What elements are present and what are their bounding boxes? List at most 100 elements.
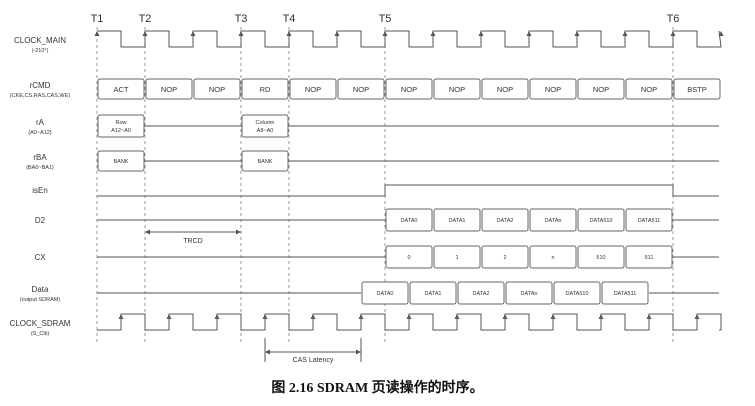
rising-edge-arrow: [670, 31, 676, 36]
rising-edge-arrow: [286, 31, 292, 36]
cx-label: 510: [596, 255, 605, 261]
rising-edge-arrow: [430, 31, 436, 36]
rcmd-box: [577, 78, 625, 100]
rising-edge-arrow: [550, 314, 556, 319]
figure-caption: 图 2.16 SDRAM 页读操作的时序。: [271, 381, 484, 396]
cx-box: [625, 245, 673, 269]
rising-edge-arrow: [142, 31, 148, 36]
trcd-label: TRCD: [183, 238, 202, 245]
d2-box: [577, 208, 625, 232]
d2-box: [433, 208, 481, 232]
time-marker-t1: T1: [91, 13, 104, 25]
d2-label: DATAn: [545, 218, 562, 224]
data-out-label: DATA1: [425, 291, 442, 297]
rising-edge-arrow: [502, 314, 508, 319]
signal-label-d2: D2: [35, 216, 46, 225]
rising-edge-arrow: [694, 314, 700, 319]
cas-latency-label: CAS Latency: [293, 357, 334, 364]
d2-box: [481, 208, 529, 232]
data-out-label: DATA2: [473, 291, 490, 297]
rcmd-box: [433, 78, 481, 100]
signal-label-clock-main: CLOCK_MAIN: [14, 36, 66, 45]
time-marker-t4: T4: [283, 13, 296, 25]
clock-sdram-waveform: [97, 313, 722, 331]
cx-label: 1: [455, 255, 458, 261]
rba-label: BANK: [114, 159, 129, 165]
ra-box: [97, 114, 145, 138]
rcmd-box: [625, 78, 673, 100]
signal-label-rba: rBA: [33, 153, 47, 162]
signal-sublabel: (output SDRAM): [20, 297, 61, 303]
data-out-box: [361, 281, 409, 305]
cx-box: [481, 245, 529, 269]
rba-box: [241, 150, 289, 172]
rising-edge-arrow: [454, 314, 460, 319]
rising-edge-arrow: [718, 31, 724, 36]
data-out-box: [553, 281, 601, 305]
rcmd-label: NOP: [209, 85, 225, 94]
time-marker-t2: T2: [139, 13, 152, 25]
d2-box: [385, 208, 433, 232]
rcmd-box: [97, 78, 145, 100]
data-out-label: DATA510: [565, 291, 588, 297]
rcmd-label: NOP: [449, 85, 465, 94]
cx-box: [577, 245, 625, 269]
ra-label: Row: [115, 120, 126, 126]
ra-label: Column: [256, 120, 275, 126]
rising-edge-arrow: [598, 314, 604, 319]
signal-label-data: Data: [32, 285, 49, 294]
rising-edge-arrow: [646, 314, 652, 319]
rcmd-box: [145, 78, 193, 100]
rcmd-label: RD: [260, 85, 271, 94]
rcmd-label: ACT: [114, 85, 129, 94]
rcmd-label: NOP: [161, 85, 177, 94]
signal-sublabel: {A0~A12}: [28, 130, 52, 136]
rising-edge-arrow: [238, 31, 244, 36]
rising-edge-arrow: [622, 31, 628, 36]
rcmd-label: NOP: [545, 85, 561, 94]
rcmd-label: NOP: [305, 85, 321, 94]
data-out-label: DATA511: [614, 291, 637, 297]
data-out-label: DATA0: [377, 291, 394, 297]
rcmd-label: NOP: [593, 85, 609, 94]
rcmd-label: BSTP: [687, 85, 707, 94]
d2-label: DATA511: [638, 218, 661, 224]
cx-box: [529, 245, 577, 269]
rising-edge-arrow: [382, 31, 388, 36]
cx-label: 511: [645, 255, 654, 261]
rcmd-box: [193, 78, 241, 100]
cx-box: [385, 245, 433, 269]
rising-edge-arrow: [406, 314, 412, 319]
rising-edge-arrow: [262, 314, 268, 319]
rising-edge-arrow: [334, 31, 340, 36]
cx-label: 2: [503, 255, 506, 261]
data-out-label: DATAn: [521, 291, 538, 297]
data-out-box: [601, 281, 649, 305]
isen-waveform: [97, 184, 719, 197]
signal-label-rcmd: rCMD: [30, 81, 51, 90]
time-marker-t6: T6: [667, 13, 680, 25]
ra-label: A8~A0: [257, 128, 274, 134]
data-out-box: [505, 281, 553, 305]
time-marker-t3: T3: [235, 13, 248, 25]
rcmd-box: [289, 78, 337, 100]
d2-label: DATA2: [497, 218, 514, 224]
ra-label: A12~A0: [111, 128, 131, 134]
rcmd-box: [337, 78, 385, 100]
signal-label-ra: rA: [36, 118, 45, 127]
cx-label: 0: [407, 255, 410, 261]
d2-label: DATA0: [401, 218, 418, 224]
rising-edge-arrow: [166, 314, 172, 319]
d2-label: DATA1: [449, 218, 466, 224]
signal-label-cx: CX: [34, 253, 46, 262]
d2-box: [529, 208, 577, 232]
rcmd-label: NOP: [353, 85, 369, 94]
signal-label-clock-sdram: CLOCK_SDRAM: [10, 319, 71, 328]
data-out-box: [409, 281, 457, 305]
signal-label-isen: isEn: [32, 186, 48, 195]
rcmd-box: [241, 78, 289, 100]
rcmd-box: [481, 78, 529, 100]
rising-edge-arrow: [310, 314, 316, 319]
rcmd-box: [673, 78, 721, 100]
